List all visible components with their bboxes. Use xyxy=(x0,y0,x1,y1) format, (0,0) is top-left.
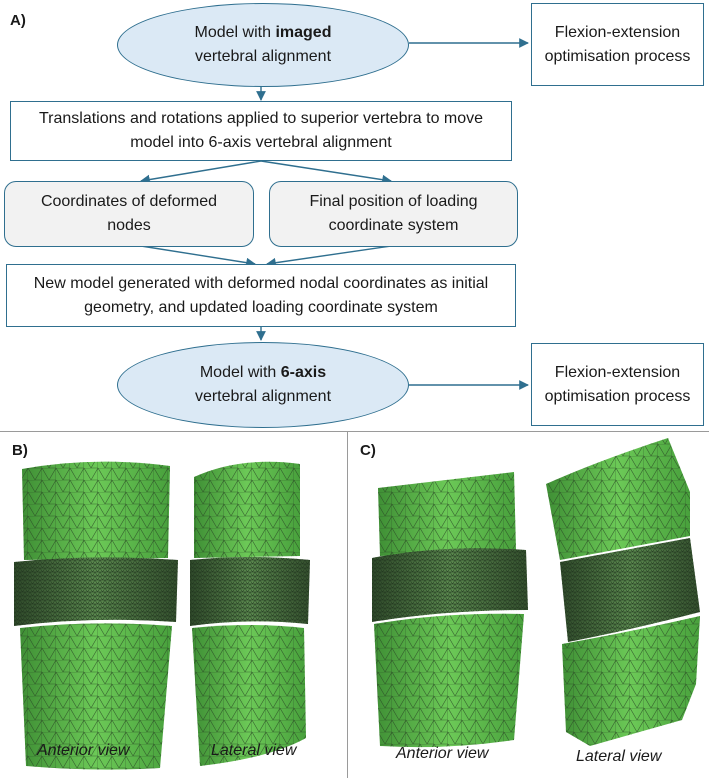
flowchart-connectors xyxy=(140,38,529,390)
ellipse-imaged-alignment: Model with imaged vertebral alignment xyxy=(117,3,409,87)
panel-a-label: A) xyxy=(10,12,26,29)
box-flexion-bottom: Flexion-extension optimisation process xyxy=(531,343,704,426)
ellipse-bottom-line1: Model with 6-axis xyxy=(199,364,327,381)
caption-c-anterior: Anterior view xyxy=(396,745,489,762)
panel-divider-vertical xyxy=(347,432,348,778)
caption-b-lateral: Lateral view xyxy=(211,742,297,759)
ellipse-bottom-line2: vertebral alignment xyxy=(194,388,332,405)
box-final-position: Final position of loading coordinate sys… xyxy=(269,181,518,247)
mesh-b-lateral xyxy=(190,461,310,766)
mesh-c-lateral xyxy=(546,438,700,746)
box-new-model: New model generated with deformed nodal … xyxy=(6,264,516,327)
arrow-from-coordinates xyxy=(140,245,256,268)
panel-b-label: B) xyxy=(12,442,28,459)
caption-c-lateral: Lateral view xyxy=(576,748,662,765)
caption-b-anterior: Anterior view xyxy=(37,742,130,759)
arrow-to-coordinates xyxy=(140,160,262,185)
box-coordinates: Coordinates of deformed nodes xyxy=(4,181,254,247)
arrow-from-final-position xyxy=(266,245,392,268)
box-flexion-top: Flexion-extension optimisation process xyxy=(531,3,704,86)
mesh-illustrations xyxy=(14,438,700,770)
box-translations: Translations and rotations applied to su… xyxy=(10,101,512,161)
arrow-to-final-position xyxy=(260,160,392,185)
ellipse-6axis-alignment: Model with 6-axis vertebral alignment xyxy=(117,342,409,428)
mesh-b-anterior xyxy=(14,461,178,770)
panel-divider-horizontal xyxy=(0,431,709,432)
ellipse-top-line2: vertebral alignment xyxy=(194,48,332,65)
mesh-c-anterior xyxy=(372,472,528,748)
panel-c-label: C) xyxy=(360,442,376,459)
ellipse-top-line1: Model with imaged xyxy=(194,24,332,41)
